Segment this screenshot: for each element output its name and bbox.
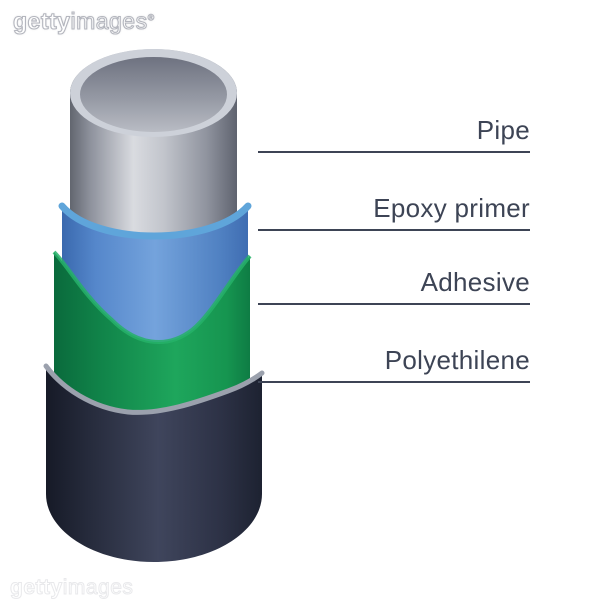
layer-edge-stroke — [43, 363, 265, 415]
polyethilene-layer — [43, 363, 265, 562]
registered-mark: ® — [147, 12, 155, 23]
watermark-brand-light: images — [62, 576, 134, 600]
callout-adhesive-label: Adhesive — [420, 267, 530, 297]
callout-polyethilene-label: Polyethilene — [384, 345, 530, 375]
callout-pipe: Pipe — [258, 115, 530, 154]
watermark-bottom: gettyimages — [10, 576, 134, 600]
watermark-brand-light: images — [70, 7, 148, 34]
watermark-brand-bold: getty — [10, 576, 63, 600]
watermark-brand-bold: getty — [12, 7, 71, 34]
callout-polyethilene: Polyethilene — [258, 345, 530, 384]
adhesive-layer — [52, 250, 252, 425]
adhesive-rim-highlight — [52, 250, 252, 345]
watermark-top: gettyimages® — [12, 7, 155, 35]
callout-pipe-label: Pipe — [476, 115, 530, 145]
callout-epoxy-primer-label: Epoxy primer — [373, 193, 530, 223]
callout-adhesive: Adhesive — [258, 267, 530, 306]
callout-epoxy-primer: Epoxy primer — [258, 193, 530, 232]
epoxy-rim-highlight — [58, 202, 252, 240]
pipe-bore — [80, 57, 227, 132]
